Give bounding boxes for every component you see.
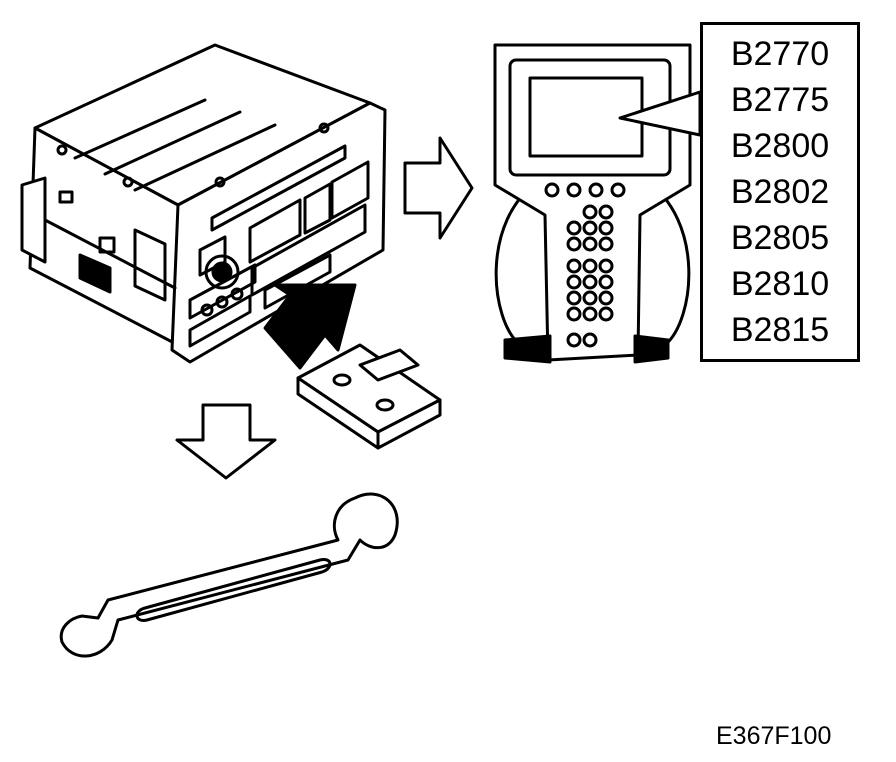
code-item: B2810 bbox=[730, 265, 830, 303]
fuse-icon bbox=[296, 343, 442, 450]
code-item: B2815 bbox=[730, 311, 830, 349]
figure-id: E367F100 bbox=[716, 722, 832, 750]
code-item: B2775 bbox=[730, 81, 830, 119]
code-item: B2805 bbox=[730, 219, 830, 257]
code-item: B2800 bbox=[730, 127, 830, 165]
radio-unit-icon bbox=[20, 43, 387, 364]
code-item: B2770 bbox=[730, 35, 830, 73]
code-item: B2802 bbox=[730, 173, 830, 211]
scan-tool-icon bbox=[493, 43, 692, 364]
arrow-diagonal-icon bbox=[263, 283, 357, 370]
wrench-icon bbox=[59, 492, 399, 658]
arrow-down-icon bbox=[175, 403, 277, 480]
dtc-code-list: B2770 B2775 B2800 B2802 B2805 B2810 B281… bbox=[700, 22, 860, 362]
arrow-right-icon bbox=[403, 136, 474, 240]
